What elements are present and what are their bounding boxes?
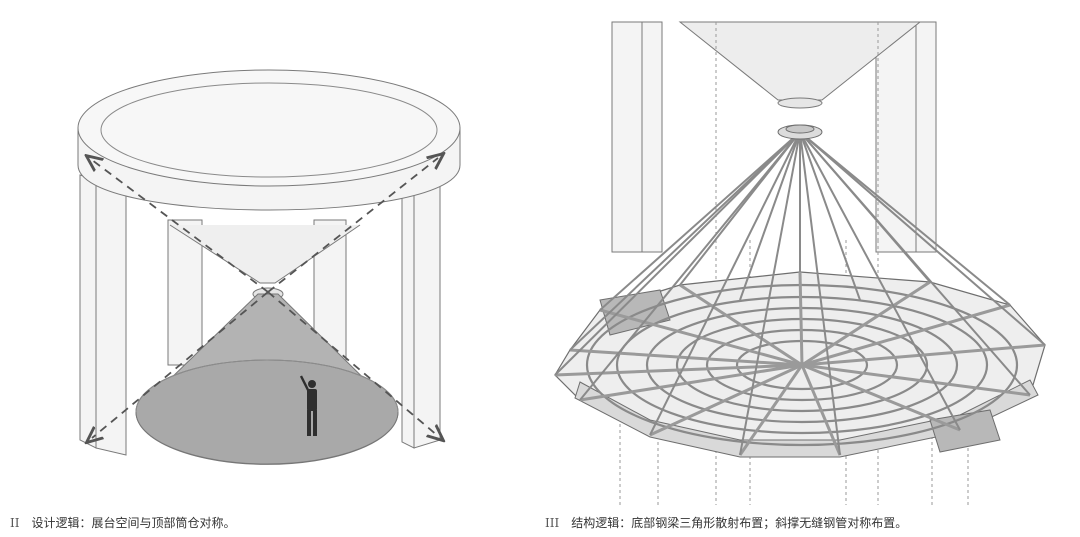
silo-legs-front bbox=[79, 174, 441, 456]
structure-logic-panel: III 结构逻辑：底部钢梁三角形散射布置；斜撑无缝钢管对称布置。 bbox=[540, 0, 1080, 537]
silo-ring bbox=[77, 69, 461, 211]
structure-logic-caption: III 结构逻辑：底部钢梁三角形散射布置；斜撑无缝钢管对称布置。 bbox=[545, 514, 907, 531]
figure-number: III bbox=[545, 516, 560, 530]
design-logic-caption: II 设计逻辑：展台空间与顶部筒仓对称。 bbox=[10, 514, 236, 531]
structure-logic-diagram bbox=[554, 21, 1046, 505]
design-logic-diagram bbox=[77, 69, 461, 465]
radial-beams bbox=[554, 271, 1046, 456]
symmetry-arrows bbox=[92, 158, 438, 438]
caption-text: 设计逻辑：展台空间与顶部筒仓对称。 bbox=[31, 516, 236, 530]
design-logic-panel: II 设计逻辑：展台空间与顶部筒仓对称。 bbox=[10, 69, 461, 531]
brace-hub bbox=[777, 124, 823, 140]
diagonal-braces bbox=[554, 131, 1046, 456]
silo-columns bbox=[611, 21, 937, 253]
silo-hopper bbox=[678, 21, 922, 109]
figure-number: II bbox=[10, 516, 20, 530]
exhibition-cone bbox=[135, 293, 399, 465]
caption-text: 结构逻辑：底部钢梁三角形散射布置；斜撑无缝钢管对称布置。 bbox=[571, 516, 908, 530]
person-silhouette-icon bbox=[299, 375, 317, 436]
